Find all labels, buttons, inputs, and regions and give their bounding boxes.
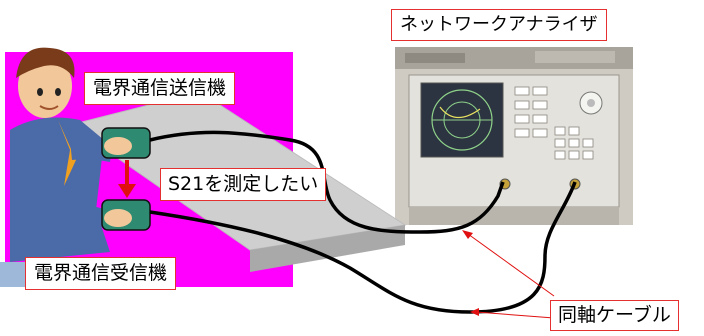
transmitter-label: 電界通信送信機: [84, 72, 236, 105]
coaxial-cable-lower: [149, 181, 577, 314]
network-analyzer-photo: [395, 47, 633, 225]
s21-label: S21を測定したい: [160, 168, 327, 201]
person-illustration: [0, 47, 112, 287]
network-analyzer-label: ネットワークアナライザ: [391, 9, 607, 41]
receiver-label: 電界通信受信機: [25, 257, 177, 290]
cable-pointer-arrows: [462, 230, 555, 319]
table-front: [250, 225, 405, 272]
coaxial-cable-upper: [149, 130, 505, 234]
signal-arrow: [118, 160, 136, 198]
coaxial-cable-label: 同軸ケーブル: [550, 300, 679, 331]
